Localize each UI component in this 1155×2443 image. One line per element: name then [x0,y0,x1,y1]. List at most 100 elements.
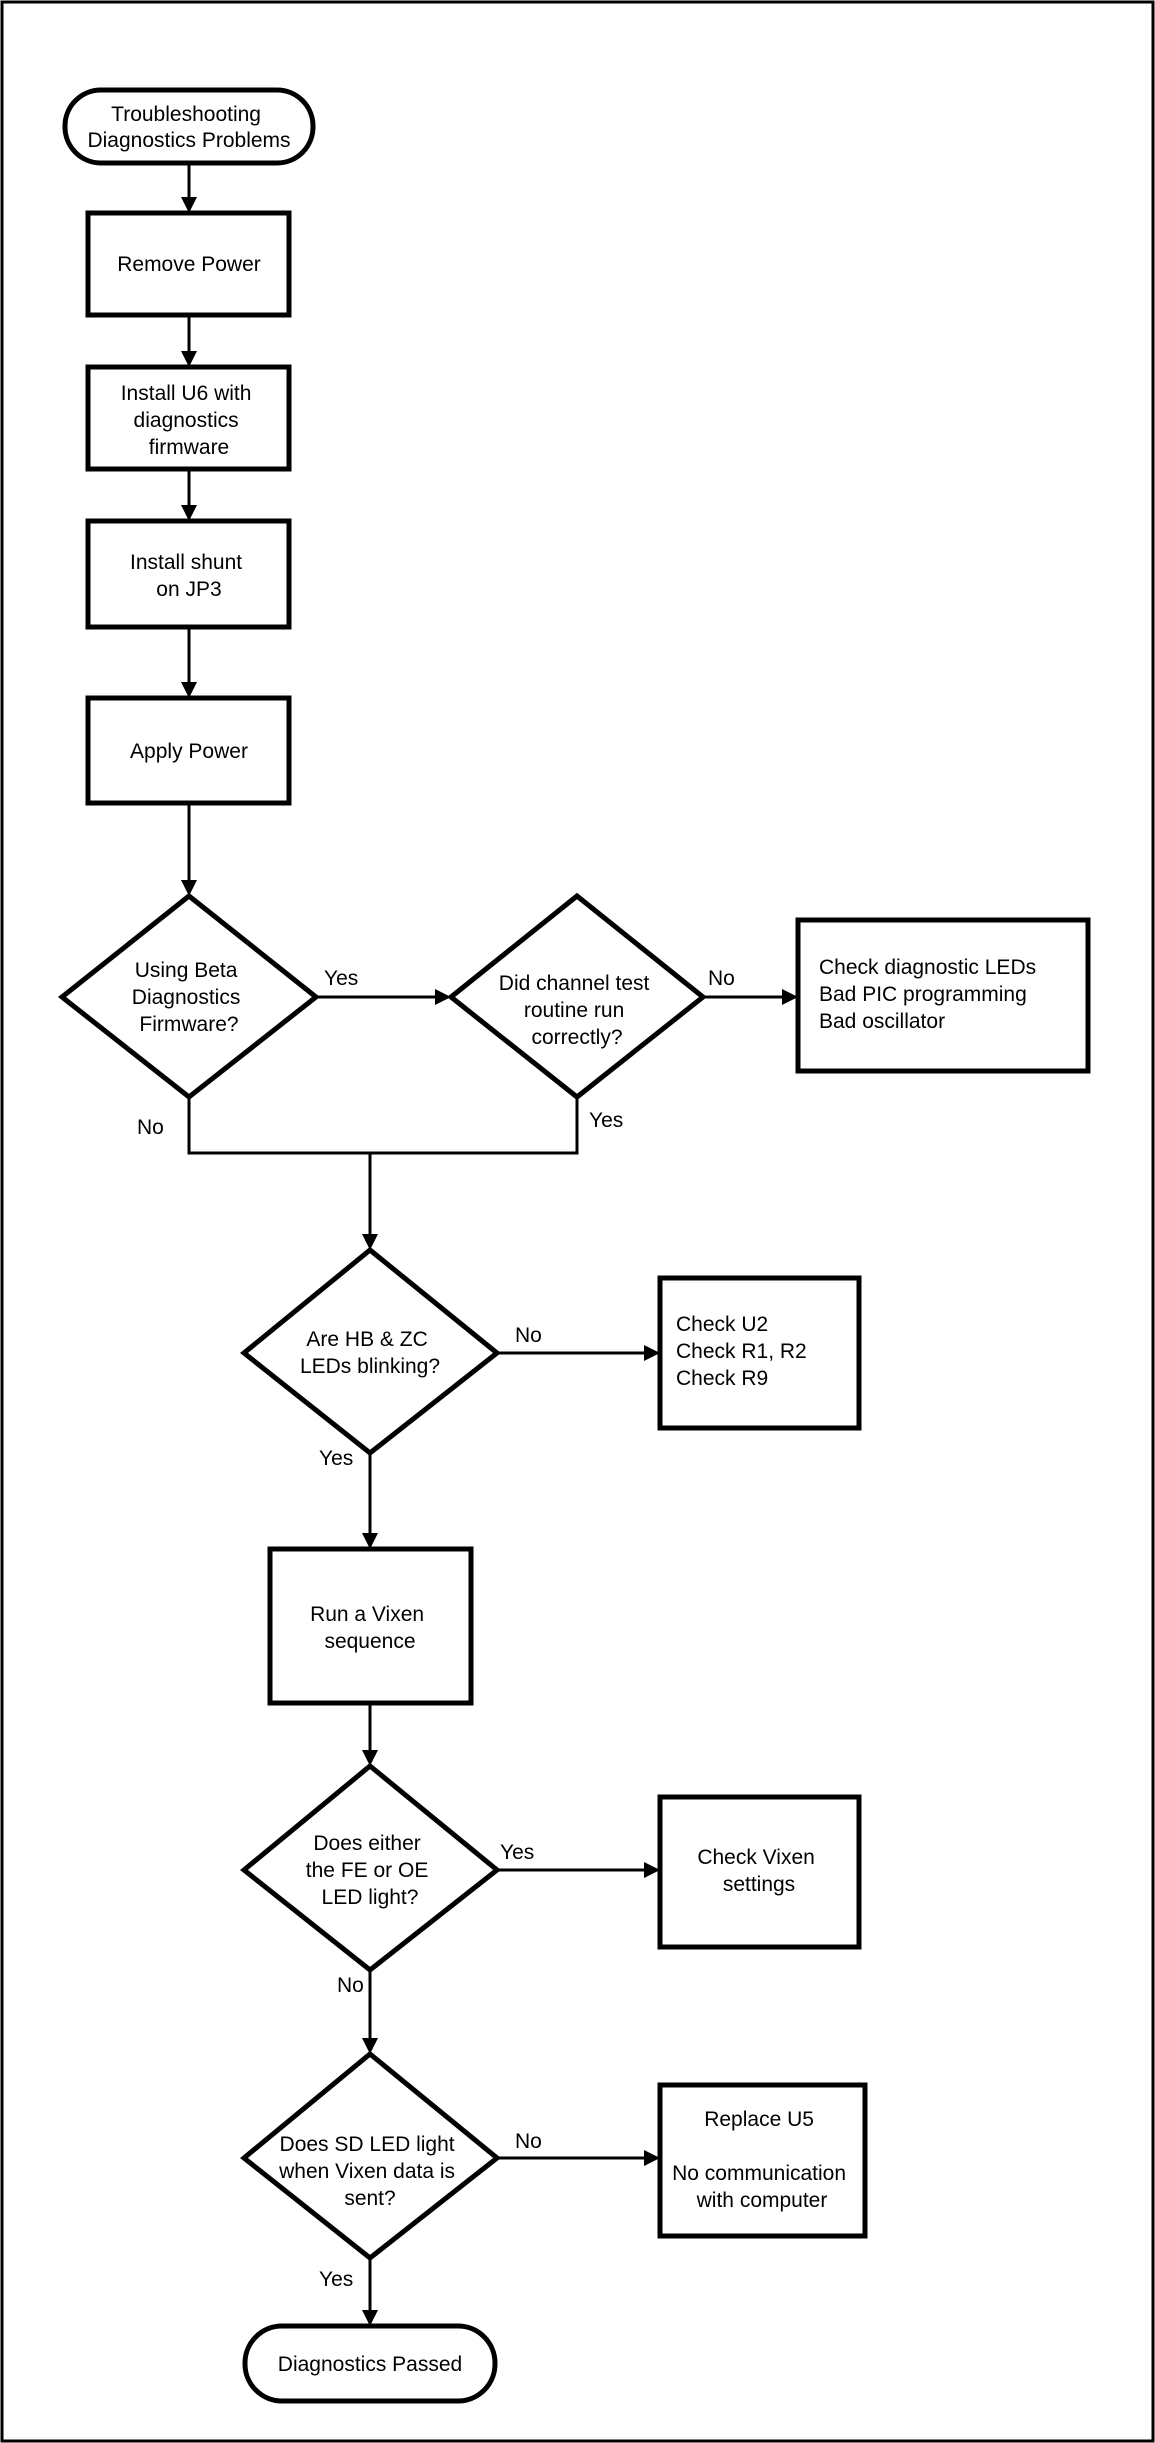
node-line: Replace U5 [704,2108,814,2131]
arrowhead [435,989,451,1005]
node-line: settings [723,1873,795,1896]
node-line: Check diagnostic LEDs [819,956,1036,979]
arrowhead [362,1750,378,1766]
run-vixen-box [267,1546,474,1706]
node-line: Diagnostics [132,986,241,1009]
node-line: Run a Vixen [310,1603,424,1626]
arrowhead [782,989,798,1005]
node-line: correctly? [531,1026,622,1049]
node-line: Does either [313,1832,420,1855]
node-line: sequence [324,1630,415,1653]
arrowheads [181,197,798,2326]
arrowhead [181,682,197,698]
arrowhead [644,1345,660,1361]
node-line: sent? [344,2187,395,2210]
arrowhead [362,1234,378,1250]
connectors [187,163,784,2312]
node-line: diagnostics [134,409,239,432]
node-line: Check R1, R2 [676,1340,807,1363]
install-u6-text: Install U6 with diagnostics firmware [121,382,258,459]
arrowhead [181,880,197,896]
edge-label-beta-no: No [137,1116,164,1139]
node-line: Bad oscillator [819,1010,945,1033]
fe-oe-text: Does either the FE or OE LED light? [306,1832,434,1909]
channel-test-decision [446,892,708,1101]
edge-label-beta-yes: Yes [324,967,358,990]
remove-power-box [85,210,292,318]
node-line: Troubleshooting [111,103,261,126]
edge-label-sd-yes: Yes [319,2268,353,2291]
arrowhead [181,505,197,521]
sd-led-decision [240,2050,501,2262]
check-diagnostic-leds-box [795,917,1091,1074]
node-line: Does SD LED light [280,2133,455,2156]
node-line: LEDs blinking? [300,1355,440,1378]
run-vixen-text: Run a Vixen sequence [310,1603,430,1653]
node-line: Apply Power [130,740,248,763]
node-line: Bad PIC programming [819,983,1027,1006]
edge-label-hb-yes: Yes [319,1447,353,1470]
edge-label-channel-yes: Yes [589,1109,623,1132]
arrowhead [181,197,197,213]
check-u2-box [657,1275,862,1431]
node-line: firmware [149,436,230,459]
node-line: Remove Power [117,253,261,276]
node-line: Diagnostics Passed [278,2353,462,2376]
end-terminator [242,2323,498,2404]
edge-merge-join [187,1097,579,1155]
edge-label-fe-yes: Yes [500,1841,534,1864]
node-line: Diagnostics Problems [87,129,290,152]
replace-u5-text: Replace U5 No communication with compute… [672,2108,852,2212]
arrowhead [181,351,197,367]
edge-labels: Yes No No Yes No Yes Yes No No Yes [137,967,735,2291]
node-line: Install U6 with [121,382,252,405]
node-line: on JP3 [156,578,221,601]
start-terminator-text: Troubleshooting Diagnostics Problems [87,103,290,152]
apply-power-text: Apply Power [130,740,248,763]
replace-u5-box [657,2082,868,2239]
node-line: Check U2 [676,1313,768,1336]
edge-label-hb-no: No [515,1324,542,1347]
node-line: the FE or OE [306,1859,429,1882]
apply-power-box [85,695,292,806]
arrowhead [362,2038,378,2054]
install-shunt-text: Install shunt on JP3 [130,551,248,601]
arrowhead [362,1533,378,1549]
node-line: routine run [524,999,624,1022]
edge-label-channel-no: No [708,967,735,990]
node-line: Using Beta [135,959,238,982]
install-u6-box [85,364,292,472]
arrowhead [644,1862,660,1878]
node-line: Did channel test [499,972,650,995]
channel-test-text: Did channel test routine run correctly? [499,972,655,1049]
node-line: with computer [696,2189,828,2212]
remove-power-text: Remove Power [117,253,261,276]
beta-firmware-decision [57,892,321,1101]
arrowhead [644,2150,660,2166]
node-line: Check Vixen [697,1846,815,1869]
node-line: Firmware? [139,1013,238,1036]
node-line: Install shunt [130,551,242,574]
check-diagnostic-leds-text: Check diagnostic LEDs Bad PIC programmin… [819,956,1042,1033]
node-line: LED light? [322,1886,419,1909]
check-vixen-box [657,1794,862,1950]
check-vixen-text: Check Vixen settings [697,1846,820,1896]
end-terminator-text: Diagnostics Passed [278,2353,462,2376]
beta-firmware-text: Using Beta Diagnostics Firmware? [132,959,246,1036]
check-u2-text: Check U2 Check R1, R2 Check R9 [676,1313,813,1390]
start-terminator [62,87,316,166]
sd-led-text: Does SD LED light when Vixen data is sen… [278,2133,461,2210]
node-line: No communication [672,2162,846,2185]
edge-label-fe-no: No [337,1974,364,1997]
fe-oe-decision [240,1762,501,1974]
arrowhead [362,2310,378,2326]
edge-label-sd-no: No [515,2130,542,2153]
install-shunt-box [85,518,292,630]
node-line: when Vixen data is [278,2160,455,2183]
hb-zc-text: Are HB & ZC LEDs blinking? [300,1328,440,1378]
node-line: Check R9 [676,1367,768,1390]
node-line: Are HB & ZC [306,1328,427,1351]
